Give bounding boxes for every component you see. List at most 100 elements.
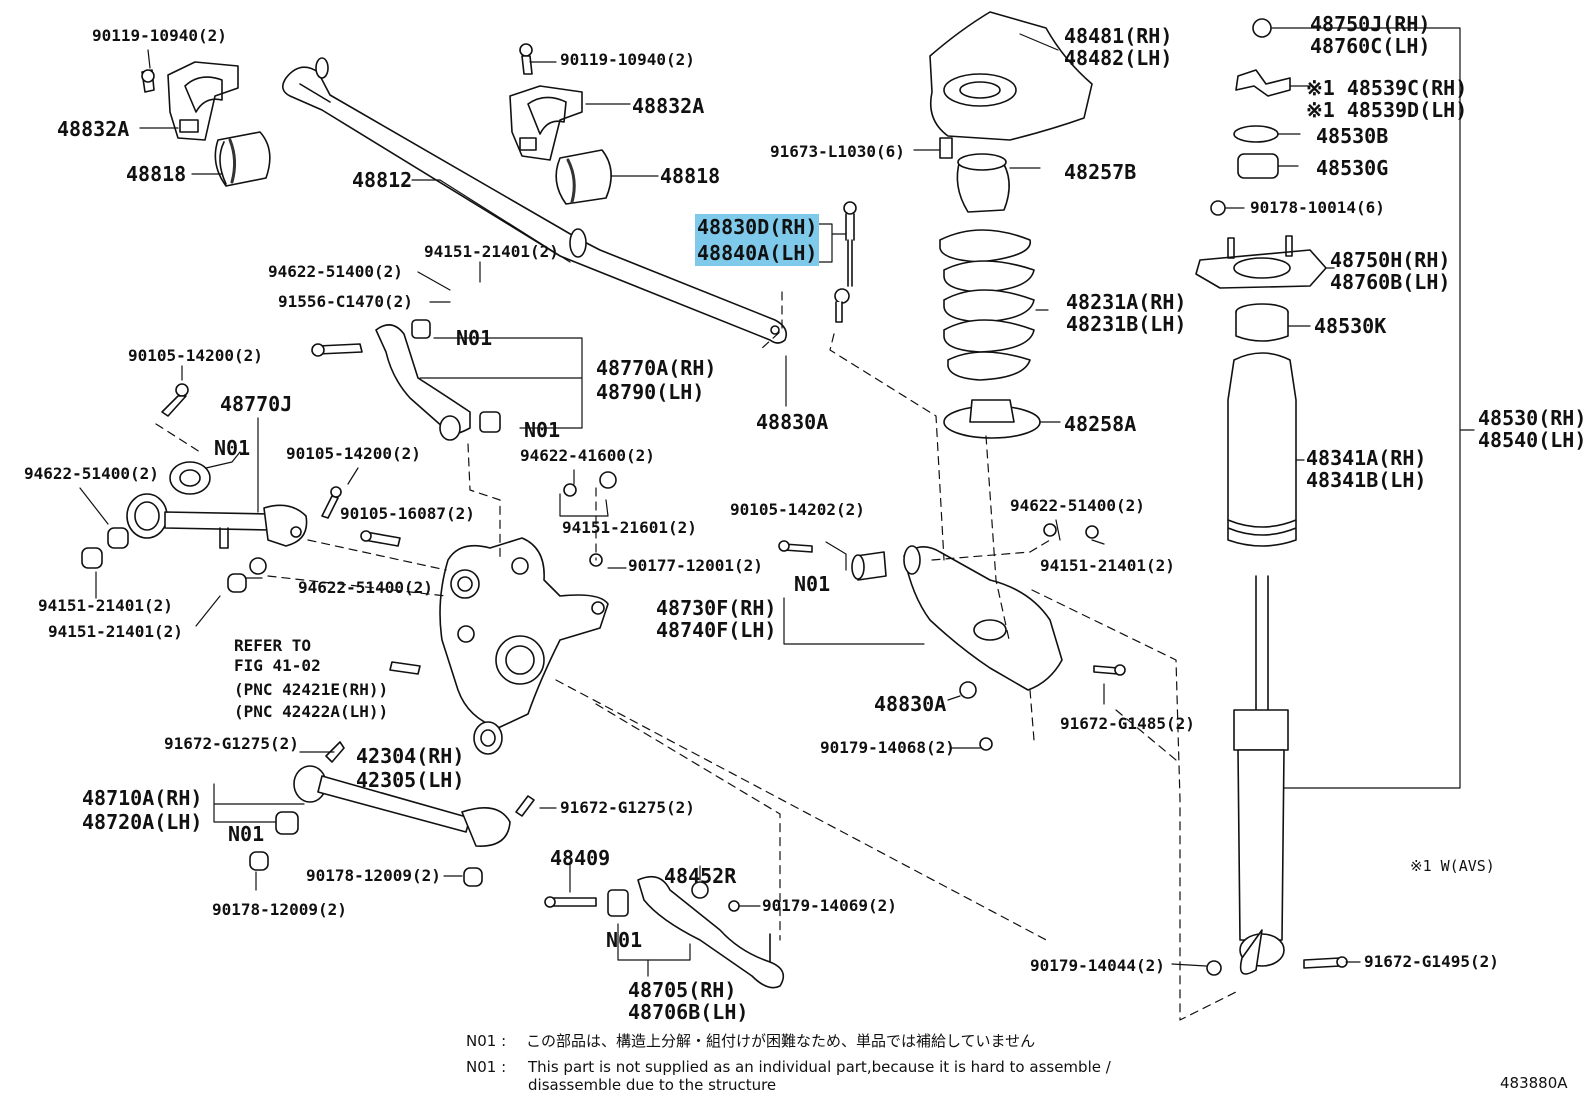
- part-label[interactable]: 48818: [126, 162, 187, 186]
- note-key-en: N01 :: [466, 1058, 507, 1076]
- footnote-marker: ※1 W(AVS): [1410, 857, 1495, 875]
- part-label[interactable]: ※1 48539D(LH): [1306, 98, 1468, 122]
- part-label[interactable]: 48231A(RH): [1066, 290, 1187, 314]
- note-text-jp: この部品は、構造上分解・組付けが困難なため、単品では補給していません: [526, 1032, 1036, 1050]
- spring-assembly: [929, 11, 1093, 439]
- part-label[interactable]: 90178-10014(6): [1250, 198, 1385, 217]
- bracket-right: [509, 43, 583, 161]
- part-label[interactable]: 48740F(LH): [656, 618, 777, 642]
- part-label[interactable]: 48530K: [1314, 314, 1387, 338]
- part-label[interactable]: 90178-12009(2): [306, 866, 441, 885]
- dashed-lines: [155, 291, 1241, 1021]
- part-label[interactable]: 90179-14069(2): [762, 896, 897, 915]
- part-label[interactable]: 48409: [550, 846, 611, 870]
- part-label[interactable]: N01: [214, 436, 251, 460]
- part-label[interactable]: 42304(RH): [356, 744, 465, 768]
- part-label-highlighted[interactable]: 48840A(LH): [695, 240, 820, 266]
- part-label[interactable]: 94622-51400(2): [1010, 496, 1145, 515]
- part-label[interactable]: 48790(LH): [596, 380, 705, 404]
- part-label[interactable]: 48832A: [57, 117, 130, 141]
- part-label[interactable]: 48832A: [632, 94, 705, 118]
- part-label[interactable]: 48720A(LH): [82, 810, 203, 834]
- part-label[interactable]: 94622-51400(2): [298, 578, 433, 597]
- upper-arm: [311, 319, 501, 441]
- part-label[interactable]: 94151-21401(2): [38, 596, 173, 615]
- part-label[interactable]: 48770A(RH): [596, 356, 717, 380]
- part-label[interactable]: 48257B: [1064, 160, 1137, 184]
- part-label[interactable]: 48231B(LH): [1066, 312, 1187, 336]
- part-label[interactable]: 48530B: [1316, 124, 1389, 148]
- part-label[interactable]: 91672-G1485(2): [1060, 714, 1195, 733]
- part-label[interactable]: 48830A: [756, 410, 829, 434]
- part-label[interactable]: 91672-G1495(2): [1364, 952, 1499, 971]
- part-label[interactable]: 90177-12001(2): [628, 556, 763, 575]
- part-label[interactable]: 48341B(LH): [1306, 468, 1427, 492]
- part-label[interactable]: 42305(LH): [356, 768, 465, 792]
- lower-arm: [778, 523, 1126, 751]
- part-label[interactable]: 94151-21401(2): [48, 622, 183, 641]
- part-label[interactable]: 48710A(RH): [82, 786, 203, 810]
- part-label[interactable]: 48750H(RH): [1330, 248, 1451, 272]
- part-label[interactable]: 94622-51400(2): [24, 464, 159, 483]
- part-label[interactable]: 48750J(RH): [1310, 12, 1431, 36]
- note-text-en-line1: This part is not supplied as an individu…: [528, 1058, 1111, 1076]
- part-label[interactable]: 94622-41600(2): [520, 446, 655, 465]
- part-label[interactable]: N01: [794, 572, 831, 596]
- part-label[interactable]: 48258A: [1064, 412, 1137, 436]
- note-key-jp: N01 :: [466, 1032, 507, 1050]
- note-text-en-line2: disassemble due to the structure: [528, 1076, 777, 1094]
- part-label[interactable]: 48452R: [664, 864, 737, 888]
- part-label[interactable]: 48481(RH): [1064, 24, 1173, 48]
- refer-label[interactable]: FIG 41-02: [234, 656, 321, 675]
- part-label[interactable]: 94151-21401(2): [424, 242, 559, 261]
- bushing-left: [214, 131, 271, 187]
- part-label[interactable]: 48540(LH): [1478, 428, 1587, 452]
- part-label[interactable]: 48760B(LH): [1330, 270, 1451, 294]
- part-label[interactable]: 91673-L1030(6): [770, 142, 905, 161]
- stabilizer-bar: [282, 57, 788, 344]
- part-label[interactable]: 90105-14202(2): [730, 500, 865, 519]
- part-label[interactable]: 90105-14200(2): [286, 444, 421, 463]
- part-label[interactable]: 90119-10940(2): [92, 26, 227, 45]
- stabilizer-link: [834, 201, 857, 323]
- part-label[interactable]: 48730F(RH): [656, 596, 777, 620]
- part-label[interactable]: 48482(LH): [1064, 46, 1173, 70]
- part-label[interactable]: 90178-12009(2): [212, 900, 347, 919]
- part-label[interactable]: N01: [228, 822, 265, 846]
- part-label[interactable]: 48812: [352, 168, 413, 192]
- part-label[interactable]: 48770J: [220, 392, 293, 416]
- part-label[interactable]: 48830A: [874, 692, 947, 716]
- part-label[interactable]: 91672-G1275(2): [164, 734, 299, 753]
- part-label[interactable]: 48706B(LH): [628, 1000, 749, 1024]
- part-label[interactable]: 48530G: [1316, 156, 1389, 180]
- part-label[interactable]: 91672-G1275(2): [560, 798, 695, 817]
- knuckle: [321, 471, 617, 755]
- part-label[interactable]: 48760C(LH): [1310, 34, 1431, 58]
- part-label[interactable]: 48341A(RH): [1306, 446, 1427, 470]
- part-label[interactable]: 48818: [660, 164, 721, 188]
- part-label[interactable]: 90179-14068(2): [820, 738, 955, 757]
- toe-link: [544, 875, 785, 989]
- part-label[interactable]: 90179-14044(2): [1030, 956, 1165, 975]
- part-label[interactable]: 94622-51400(2): [268, 262, 403, 281]
- part-label[interactable]: N01: [606, 928, 643, 952]
- part-label[interactable]: 94151-21601(2): [562, 518, 697, 537]
- leader-lines: [79, 27, 1475, 977]
- part-label[interactable]: N01: [456, 326, 493, 350]
- part-label[interactable]: 90105-14200(2): [128, 346, 263, 365]
- part-label[interactable]: 90105-16087(2): [340, 504, 475, 523]
- bushing-right: [555, 149, 612, 205]
- part-label-highlighted[interactable]: 48830D(RH): [695, 214, 820, 240]
- part-label[interactable]: 94151-21401(2): [1040, 556, 1175, 575]
- part-label[interactable]: 91556-C1470(2): [278, 292, 413, 311]
- part-label[interactable]: 48705(RH): [628, 978, 737, 1002]
- part-label[interactable]: 90119-10940(2): [560, 50, 695, 69]
- part-label[interactable]: N01: [524, 418, 561, 442]
- refer-label: (PNC 42421E(RH)): [234, 680, 389, 699]
- part-label[interactable]: 48530(RH): [1478, 406, 1587, 430]
- part-label[interactable]: ※1 48539C(RH): [1306, 76, 1468, 100]
- refer-label: REFER TO: [234, 636, 312, 655]
- shock-absorber: [1195, 18, 1348, 976]
